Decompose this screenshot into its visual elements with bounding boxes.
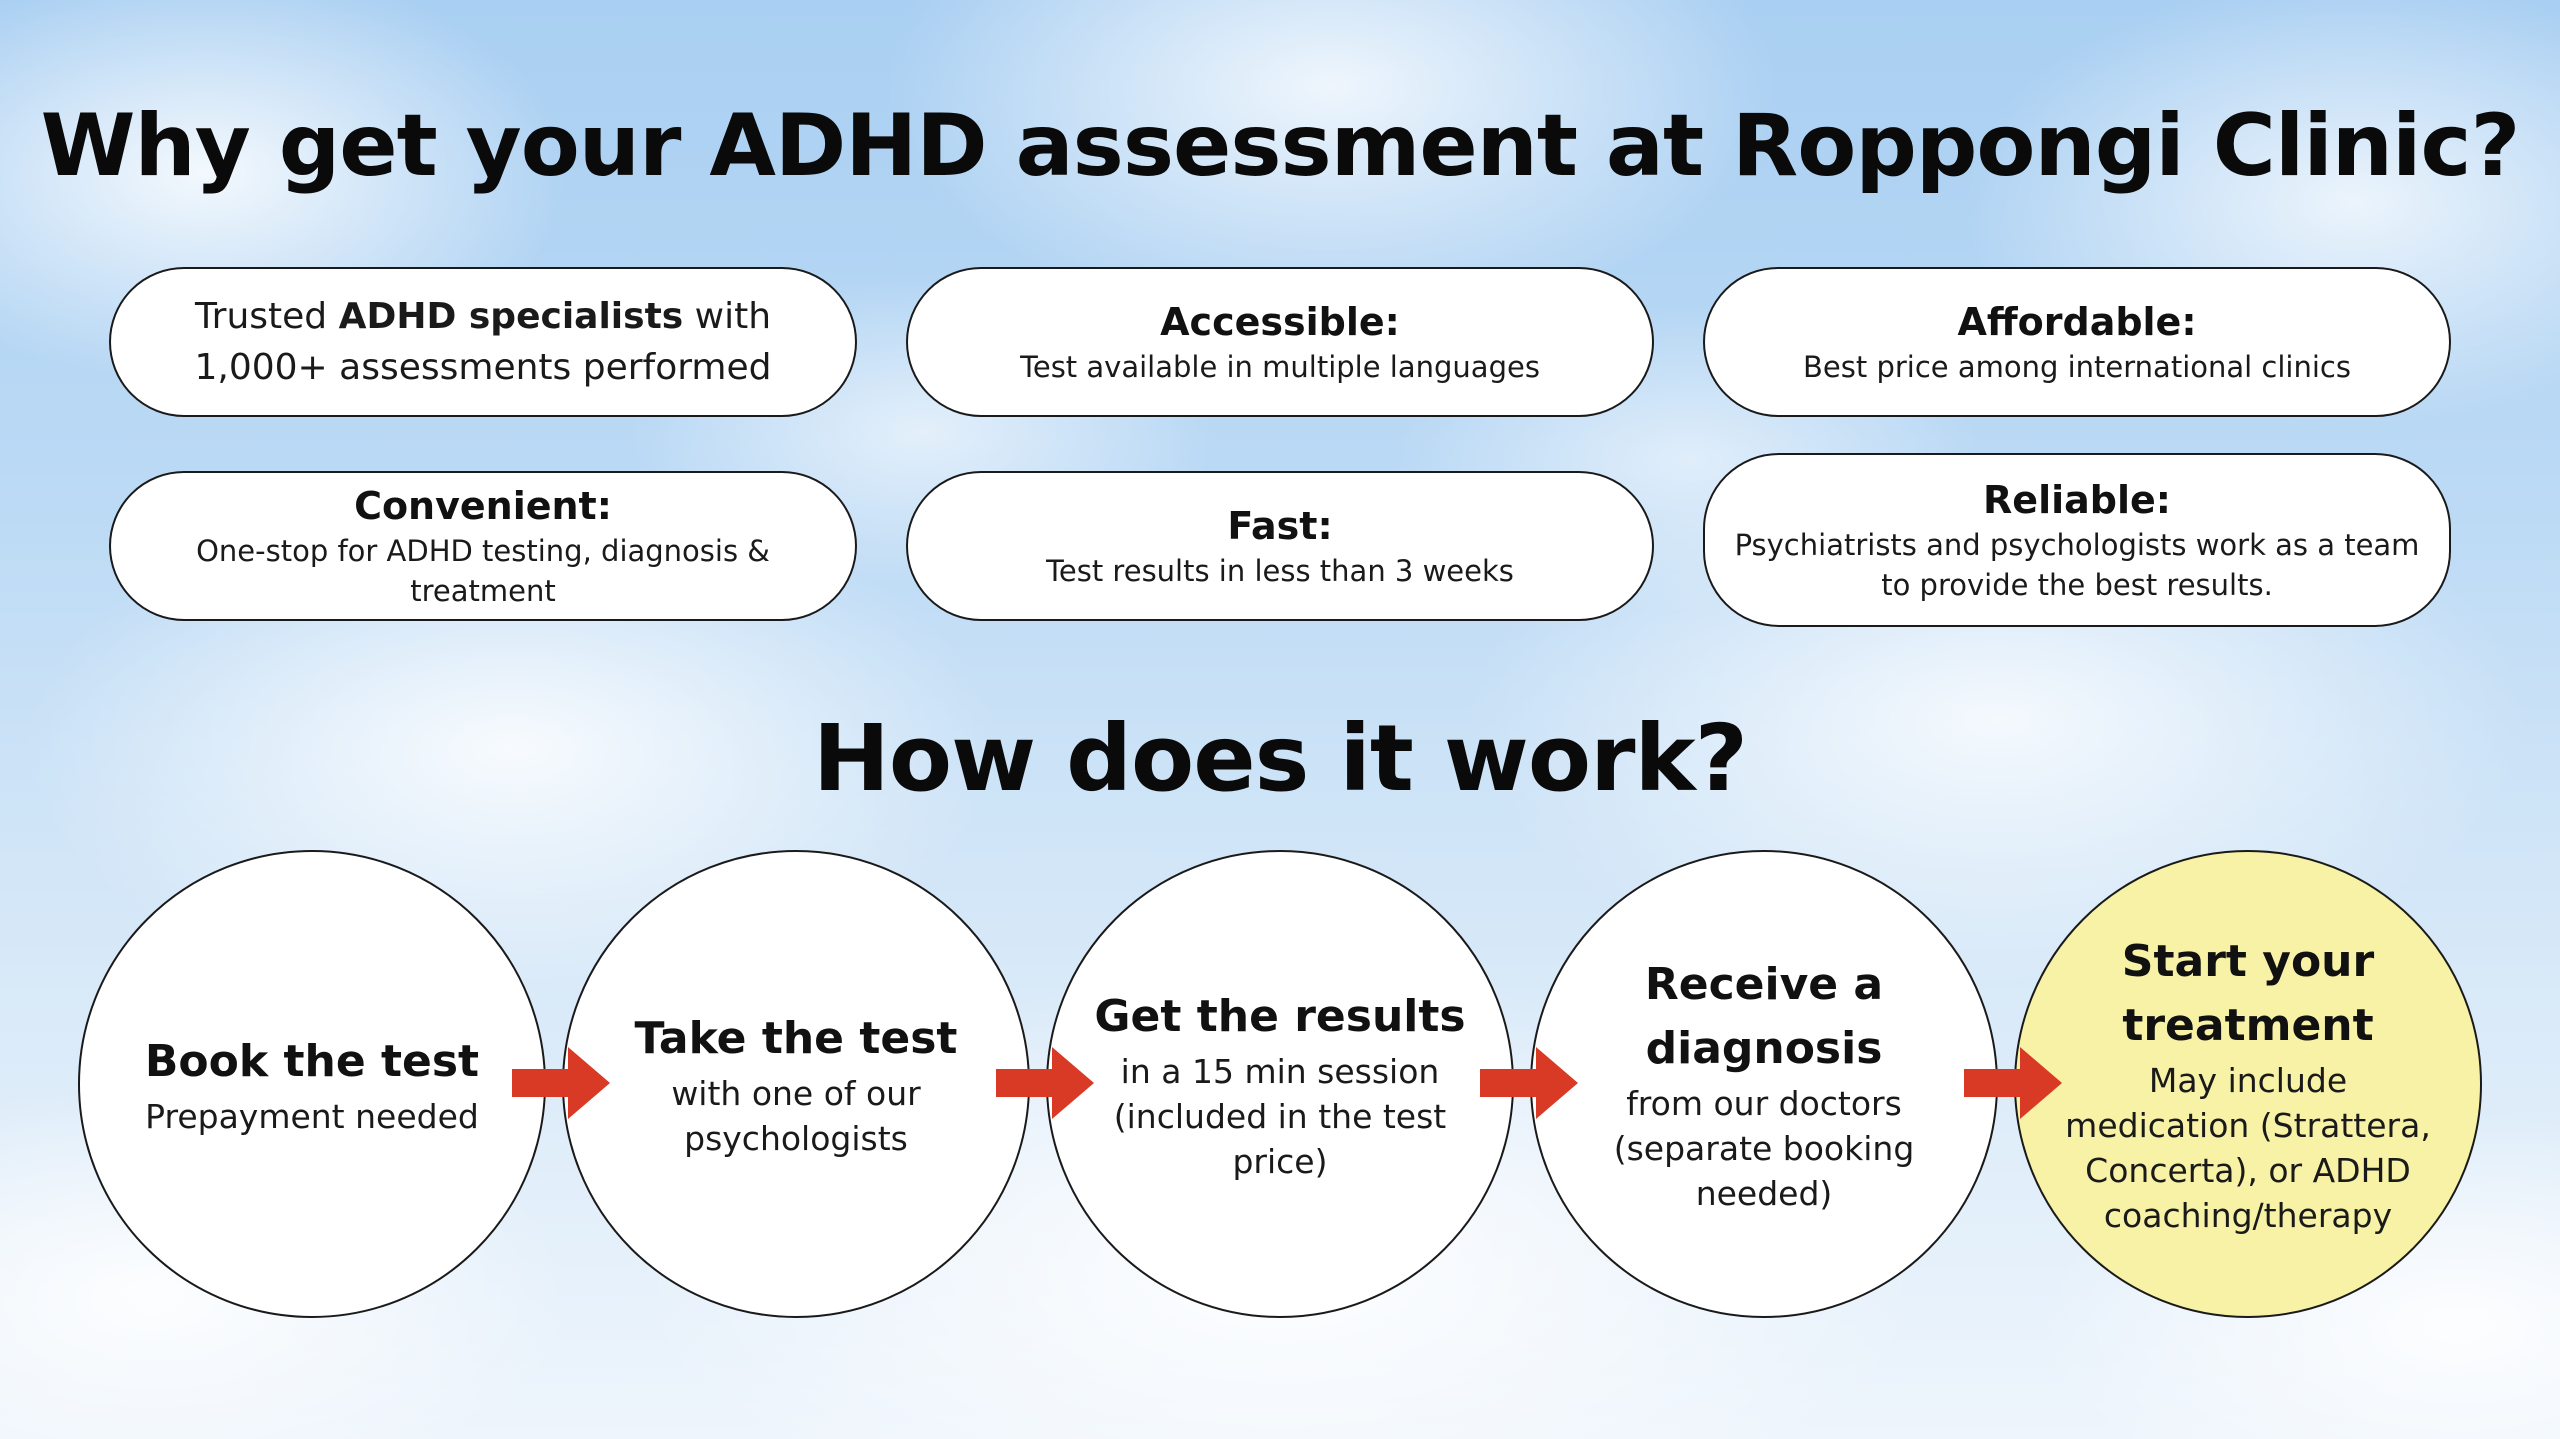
step-title-take: Take the test (634, 1013, 958, 1064)
feature-specialists-highlight: ADHD specialists (338, 296, 684, 337)
feature-title-fast: Fast: (1227, 504, 1333, 548)
feature-card-affordable: Affordable: Best price among internation… (1703, 267, 2451, 417)
step-title-diagnosis: Receive a diagnosis (1644, 958, 1884, 1074)
step-start-treatment: Start your treatment May include medicat… (2014, 850, 2482, 1318)
feature-desc-accessible: Test available in multiple languages (1020, 350, 1540, 384)
feature-specialists-text: Trusted ADHD specialists with 1,000+ ass… (135, 291, 831, 393)
step-desc-book: Prepayment needed (145, 1096, 479, 1136)
step-desc-results: in a 15 min session (included in the tes… (1113, 1051, 1447, 1181)
step-title-treatment: Start your treatment (2121, 936, 2375, 1051)
step-receive-diagnosis: Receive a diagnosis from our doctors (se… (1530, 850, 1998, 1318)
feature-title-accessible: Accessible: (1160, 300, 1400, 344)
step-desc-treatment: May include medication (Strattera, Conce… (2065, 1061, 2431, 1235)
arrow-shape (512, 1047, 610, 1119)
right-arrow-icon (1480, 1047, 1578, 1119)
arrow-shape (1964, 1047, 2062, 1119)
feature-desc-convenient: One-stop for ADHD testing, diagnosis & t… (196, 534, 770, 608)
section-title: How does it work? (812, 705, 1748, 812)
feature-card-reliable: Reliable: Psychiatrists and psychologist… (1703, 453, 2451, 627)
page-title: Why get your ADHD assessment at Roppongi… (40, 96, 2521, 196)
feature-title-convenient: Convenient: (354, 484, 612, 528)
arrow-shape (1480, 1047, 1578, 1119)
step-title-results: Get the results (1094, 990, 1466, 1042)
step-desc-take: with one of our psychologists (671, 1074, 921, 1158)
feature-specialists-text-start: Trusted (194, 296, 339, 337)
feature-specialists-text-end: with 1,000+ assessments performed (194, 296, 772, 388)
feature-desc-affordable: Best price among international clinics (1803, 350, 2351, 384)
feature-desc-reliable: Psychiatrists and psychologists work as … (1734, 528, 2420, 602)
step-book-test: Book the test Prepayment needed (78, 850, 546, 1318)
step-desc-diagnosis: from our doctors (separate booking neede… (1613, 1083, 1915, 1213)
step-title-book: Book the test (144, 1035, 480, 1087)
feature-title-affordable: Affordable: (1957, 300, 2197, 344)
arrow-shape (996, 1047, 1094, 1119)
feature-title-reliable: Reliable: (1983, 478, 2171, 522)
feature-desc-fast: Test results in less than 3 weeks (1046, 554, 1514, 588)
step-get-results: Get the results in a 15 min session (inc… (1046, 850, 1514, 1318)
step-take-test: Take the test with one of our psychologi… (562, 850, 1030, 1318)
right-arrow-icon (996, 1047, 1094, 1119)
right-arrow-icon (512, 1047, 610, 1119)
feature-card-convenient: Convenient: One-stop for ADHD testing, d… (109, 471, 857, 621)
feature-card-fast: Fast: Test results in less than 3 weeks (906, 471, 1654, 621)
right-arrow-icon (1964, 1047, 2062, 1119)
feature-card-accessible: Accessible: Test available in multiple l… (906, 267, 1654, 417)
feature-card-specialists: Trusted ADHD specialists with 1,000+ ass… (109, 267, 857, 417)
